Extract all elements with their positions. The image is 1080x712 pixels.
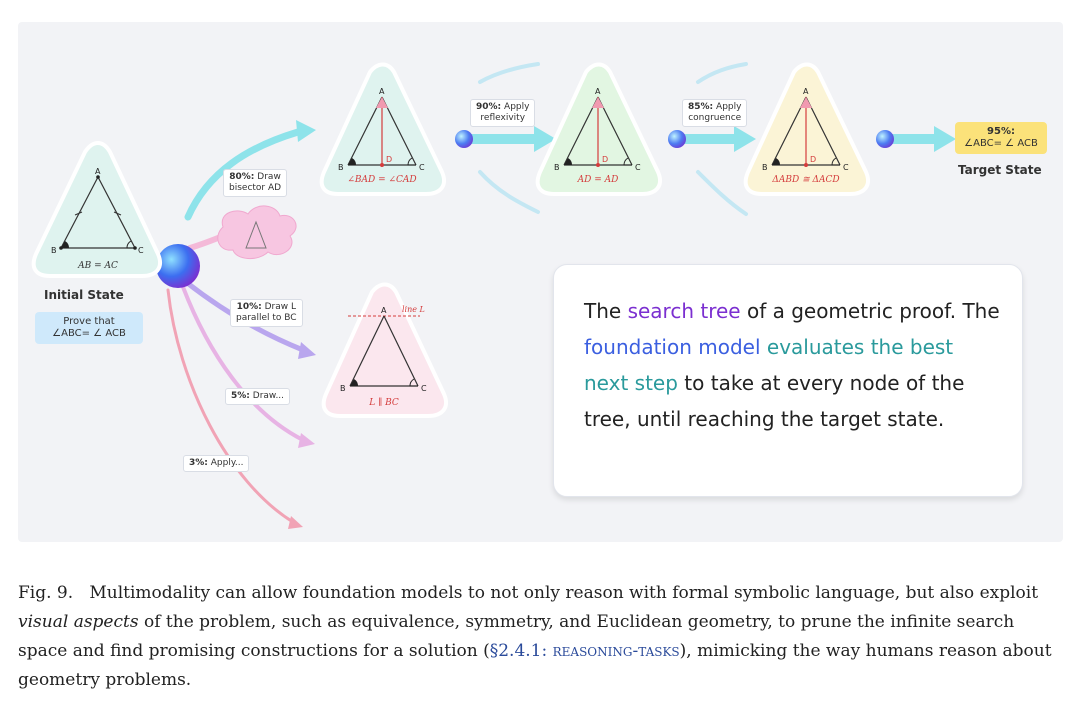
parallel-triangle-node <box>321 282 448 418</box>
text-draw-parallel-2: parallel to BC <box>236 313 297 323</box>
faint-arrows <box>478 62 748 216</box>
label-apply-congruence: 85%: Apply congruence <box>682 99 748 127</box>
caption-ref-section[interactable]: §2.4.1: <box>489 641 553 661</box>
text-draw-bisector-2: bisector AD <box>229 183 282 193</box>
prob-draw-bisector: 80%: <box>229 172 255 182</box>
vertex-a-parallel: A <box>381 306 387 315</box>
info-text-box: The search tree of a geometric proof. Th… <box>553 264 1023 497</box>
vertex-a-initial: A <box>95 167 101 176</box>
sphere-target <box>876 130 894 148</box>
caption-emphasis: visual aspects <box>18 612 139 632</box>
label-draw-parallel: 10%: Draw L parallel to BC <box>230 299 303 327</box>
arrow-to-bisector <box>184 120 316 221</box>
prob-apply-congruence: 85%: <box>688 102 714 112</box>
label-draw-other: 5%: Draw... <box>225 388 291 405</box>
vertex-c-congruence: C <box>843 163 849 172</box>
vertex-c-bisector: C <box>419 163 425 172</box>
info-text-1: The <box>584 299 628 323</box>
vertex-b-parallel: B <box>340 384 346 393</box>
arrow-congruence <box>675 126 756 152</box>
text-apply-congruence-1: Apply <box>716 102 742 112</box>
info-highlight-evaluates: evaluates the best next step <box>584 335 954 395</box>
text-apply-reflexivity-1: Apply <box>504 102 530 112</box>
vertex-a-reflexivity: A <box>595 87 601 96</box>
vertex-b-initial: B <box>51 246 57 255</box>
text-draw-bisector-1: Draw <box>257 172 281 182</box>
arrow-to-draw-other <box>181 285 315 448</box>
congruence-caption: ΔABD ≅ ΔACD <box>771 175 839 185</box>
text-apply-reflexivity-2: reflexivity <box>480 113 526 123</box>
prob-apply-reflexivity: 90%: <box>476 102 502 112</box>
vertex-c-parallel: C <box>421 384 427 393</box>
caption-text-2: of the problem, such as equivalence, sym… <box>18 612 1015 661</box>
text-draw-other: Draw... <box>252 391 285 401</box>
target-box: 95%: ∠ABC= ∠ ACB <box>955 122 1047 154</box>
info-highlight-foundation-model: foundation model <box>584 335 761 359</box>
parallel-caption: L ∥ BC <box>368 397 399 408</box>
sphere-reflexivity <box>455 130 473 148</box>
vertex-a-congruence: A <box>803 87 809 96</box>
target-state-title: Target State <box>958 163 1042 177</box>
vertex-d-bisector: D <box>386 155 392 164</box>
pink-cloud-node <box>217 205 297 259</box>
arrow-to-apply-other <box>166 288 303 529</box>
figure-panel: A B C A B C A B C A B C A B C D D D line… <box>18 22 1063 542</box>
search-tree-diagram: A B C A B C A B C A B C A B C D D D line… <box>31 62 956 529</box>
label-draw-bisector: 80%: Draw bisector AD <box>223 169 288 197</box>
parallel-line-label: line L <box>402 305 425 314</box>
vertex-a-bisector: A <box>379 87 385 96</box>
arrow-to-target <box>883 126 956 152</box>
info-text-2: of a geometric proof. The <box>740 299 1000 323</box>
label-apply-other: 3%: Apply... <box>183 455 250 472</box>
initial-triangle-node <box>31 141 162 278</box>
initial-state-title: Initial State <box>44 288 124 302</box>
info-highlight-search-tree: search tree <box>627 299 741 323</box>
vertex-d-reflexivity: D <box>602 155 608 164</box>
figure-caption: Fig. 9. Multimodality can allow foundati… <box>18 579 1068 695</box>
target-statement: ∠ABC= ∠ ACB <box>964 138 1038 149</box>
reflexivity-caption: AD = AD <box>577 175 619 185</box>
info-text-4: to take at every node of the tree, until… <box>584 371 965 431</box>
prob-apply-other: 3%: <box>189 458 208 468</box>
vertex-d-congruence: D <box>810 155 816 164</box>
text-draw-parallel-1: Draw L <box>264 302 296 312</box>
initial-goal-box: Prove that ∠ABC= ∠ ACB <box>35 312 143 344</box>
prob-draw-parallel: 10%: <box>236 302 262 312</box>
goal-line-2: ∠ABC= ∠ ACB <box>52 328 126 339</box>
root-sphere <box>156 244 200 288</box>
arrow-reflexivity <box>463 126 556 152</box>
text-apply-congruence-2: congruence <box>688 113 742 123</box>
caption-text-3: ), mimicking the way humans reason about… <box>18 641 1052 690</box>
vertex-b-reflexivity: B <box>554 163 560 172</box>
vertex-c-reflexivity: C <box>635 163 641 172</box>
reflexivity-triangle-node <box>535 62 662 196</box>
vertex-b-congruence: B <box>762 163 768 172</box>
label-apply-reflexivity: 90%: Apply reflexivity <box>470 99 536 127</box>
goal-line-1: Prove that <box>63 316 115 327</box>
vertex-c-initial: C <box>138 246 144 255</box>
prob-draw-other: 5%: <box>231 391 250 401</box>
initial-triangle-caption: AB = AC <box>77 261 118 271</box>
bisector-caption: ∠BAD = ∠CAD <box>347 175 416 185</box>
caption-text-1: Multimodality can allow foundation model… <box>89 583 1039 603</box>
target-prob: 95%: <box>987 126 1015 137</box>
bisector-triangle-node <box>319 62 446 196</box>
sphere-congruence <box>668 130 686 148</box>
caption-label: Fig. 9. <box>18 583 74 603</box>
text-apply-other: Apply... <box>210 458 244 468</box>
caption-ref-name[interactable]: reasoning-tasks <box>552 641 680 661</box>
congruence-triangle-node <box>743 62 870 196</box>
vertex-b-bisector: B <box>338 163 344 172</box>
